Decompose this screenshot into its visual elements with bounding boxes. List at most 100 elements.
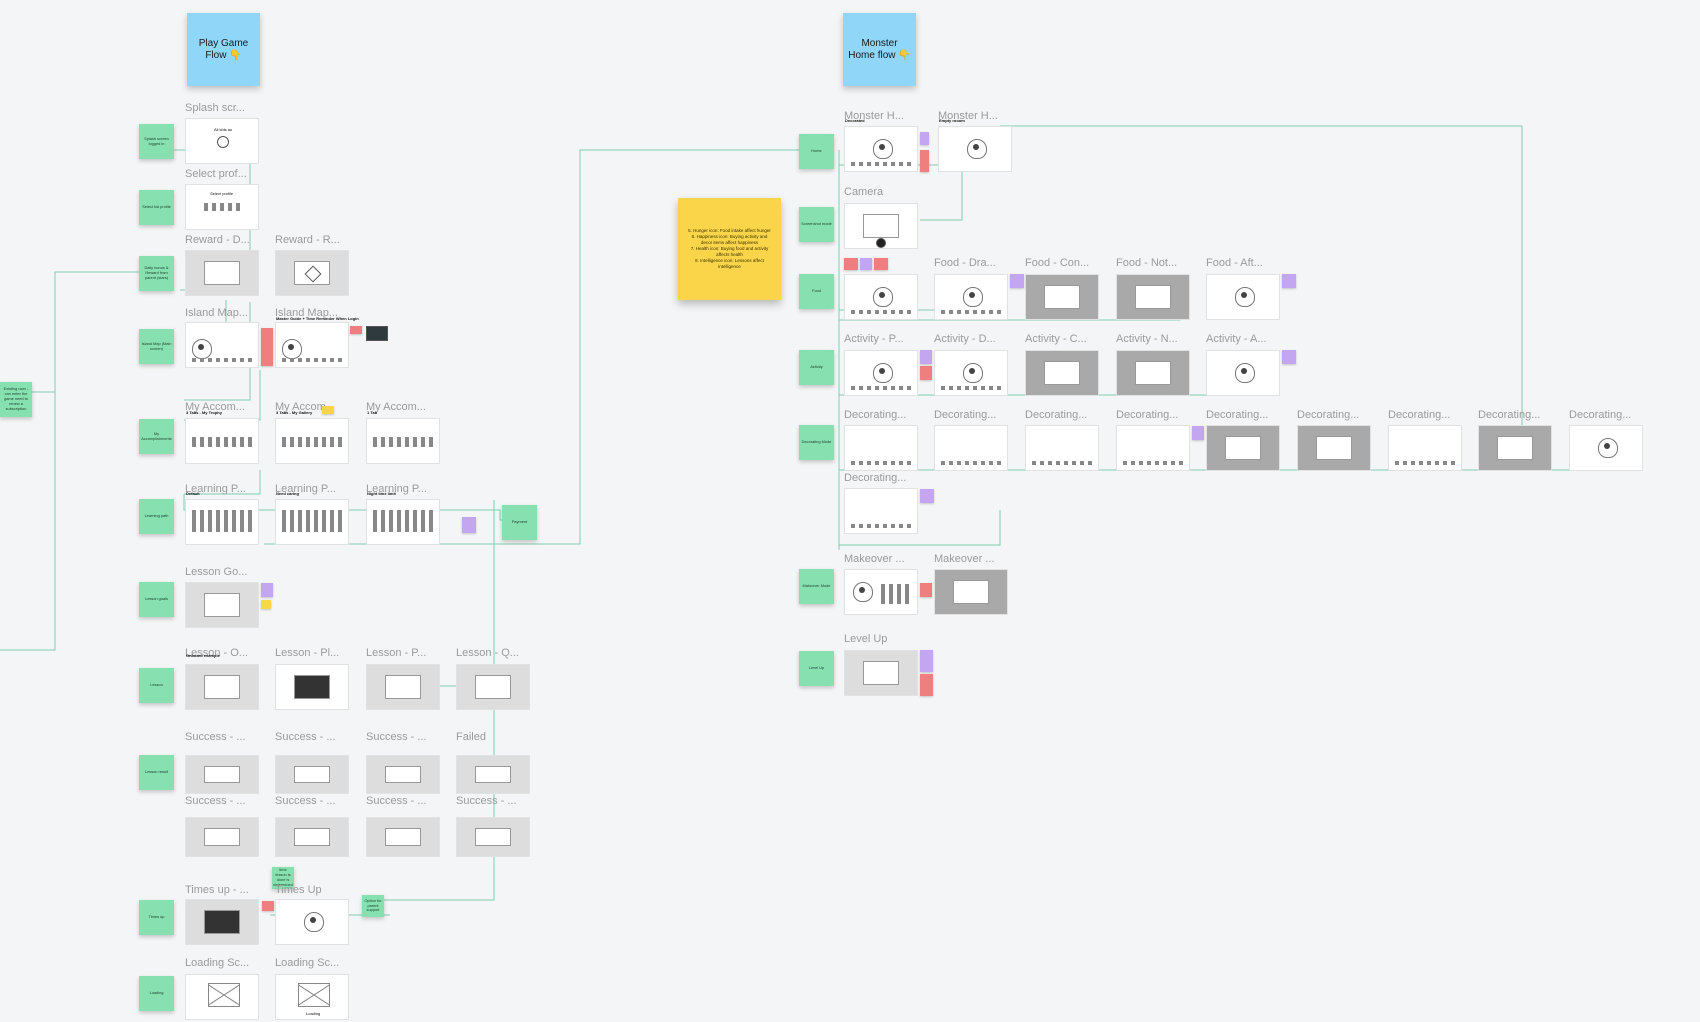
note-purple[interactable] <box>860 258 872 270</box>
sticky-payment[interactable]: Payment <box>502 505 537 540</box>
note-red[interactable] <box>874 258 888 270</box>
sticky-food[interactable]: Food <box>799 274 834 309</box>
note-red[interactable] <box>262 901 274 911</box>
note-red[interactable] <box>920 583 932 597</box>
existing-user-note[interactable]: Existing user - can enter the game need … <box>0 382 32 417</box>
note-purple[interactable] <box>920 132 929 145</box>
frame-loading-1[interactable] <box>185 974 259 1020</box>
frame-failed[interactable] <box>456 755 530 794</box>
frame-decorating-4[interactable] <box>1116 425 1190 471</box>
frame-decorating-8[interactable] <box>1478 425 1552 471</box>
frame-decorating-10[interactable] <box>844 488 918 534</box>
frame-activity-pick[interactable] <box>844 350 918 396</box>
note-purple[interactable] <box>462 517 476 533</box>
frame-success-8[interactable] <box>456 817 530 857</box>
frame-monster-home-decorated[interactable] <box>844 126 918 172</box>
frame-decorating-3[interactable] <box>1025 425 1099 471</box>
frame-success-2[interactable] <box>275 755 349 794</box>
note-red[interactable] <box>920 366 932 380</box>
frame-learning-caring[interactable] <box>275 499 349 545</box>
frame-food-drag[interactable] <box>934 274 1008 320</box>
sticky-lesson-goals[interactable]: Lesson goals <box>139 582 174 617</box>
sticky-reward[interactable]: Daily bonus & Reward from parent (stars) <box>139 256 174 291</box>
frame-activity-confirm[interactable] <box>1025 350 1099 396</box>
note-red[interactable] <box>844 258 858 270</box>
note-purple[interactable] <box>261 583 273 597</box>
sticky-activity[interactable]: Activity <box>799 350 834 385</box>
frame-makeover-2[interactable] <box>934 569 1008 615</box>
frame-splash[interactable]: All kids ao <box>185 118 259 164</box>
frame-lesson-goals[interactable] <box>185 582 259 628</box>
frame-activity-drag[interactable] <box>934 350 1008 396</box>
sticky-loading[interactable]: Loading <box>139 976 174 1011</box>
sticky-parent-support[interactable]: Option for parent support <box>362 895 384 917</box>
frame-times-up-2[interactable] <box>275 899 349 945</box>
sticky-home[interactable]: Home <box>799 134 834 169</box>
frame-success-3[interactable] <box>366 755 440 794</box>
frame-success-1[interactable] <box>185 755 259 794</box>
note-red[interactable] <box>920 150 929 172</box>
frame-reward-daily[interactable] <box>185 250 259 296</box>
frame-food-after[interactable] <box>1206 274 1280 320</box>
note-purple[interactable] <box>1192 426 1204 440</box>
monster-home-flow-header-note[interactable]: Monster Home flow 👇 <box>843 13 916 86</box>
sticky-lesson-result[interactable]: Lesson result <box>139 755 174 790</box>
sticky-makeover-mode[interactable]: Makeover Mode <box>799 569 834 604</box>
frame-success-5[interactable] <box>185 817 259 857</box>
note-purple[interactable] <box>920 350 932 364</box>
note-red[interactable] <box>920 674 933 696</box>
note-red[interactable] <box>261 328 273 366</box>
frame-success-7[interactable] <box>366 817 440 857</box>
frame-monster-home-empty[interactable] <box>938 126 1012 172</box>
frame-camera[interactable] <box>844 203 918 249</box>
frame-lesson-quiz[interactable] <box>456 664 530 710</box>
sticky-decorating-mode[interactable]: Decorating Mode <box>799 425 834 460</box>
frame-makeover-1[interactable] <box>844 569 918 615</box>
frame-island-map[interactable] <box>185 322 259 368</box>
frame-food-confirm[interactable] <box>1025 274 1099 320</box>
sticky-island-map[interactable]: Island Map (Main screen) <box>139 329 174 364</box>
frame-activity-not-enough[interactable] <box>1116 350 1190 396</box>
sticky-accomplishments[interactable]: My Accomplishments <box>139 419 174 454</box>
frame-one-tab[interactable] <box>366 418 440 464</box>
frame-lesson-pause[interactable] <box>366 664 440 710</box>
sticky-screenshot-mode[interactable]: Screenshot mode <box>799 207 834 242</box>
frame-decorating-9[interactable] <box>1569 425 1643 471</box>
note-purple[interactable] <box>1282 350 1296 364</box>
frame-activity-after[interactable] <box>1206 350 1280 396</box>
frame-lesson-onboard[interactable] <box>185 664 259 710</box>
sticky-times-up[interactable]: Times up <box>139 900 174 935</box>
frame-learning-default[interactable] <box>185 499 259 545</box>
frame-success-6[interactable] <box>275 817 349 857</box>
note-yellow[interactable] <box>261 600 271 609</box>
sticky-select-profile[interactable]: Select kid profile <box>139 190 174 225</box>
frame-decorating-6[interactable] <box>1297 425 1371 471</box>
frame-level-up[interactable] <box>844 650 918 696</box>
frame-learning-night[interactable] <box>366 499 440 545</box>
frame-select-profile[interactable]: Select profile <box>185 184 259 230</box>
sticky-level-up[interactable]: Level Up <box>799 651 834 686</box>
frame-my-gallery[interactable] <box>275 418 349 464</box>
note-purple[interactable] <box>920 650 933 672</box>
frame-island-map-guide[interactable] <box>275 322 349 368</box>
frame-food-1[interactable] <box>844 274 918 320</box>
frame-food-not-enough[interactable] <box>1116 274 1190 320</box>
note-purple[interactable] <box>1282 274 1296 288</box>
frame-times-up-1[interactable] <box>185 899 259 945</box>
frame-decorating-1[interactable] <box>844 425 918 471</box>
stats-sticky-note[interactable]: 5. Hunger icon: Food intake affect hunge… <box>678 198 781 300</box>
play-game-flow-header-note[interactable]: Play Game Flow 👇 <box>187 13 260 86</box>
frame-decorating-7[interactable] <box>1388 425 1462 471</box>
sticky-learning-path[interactable]: Learning path <box>139 499 174 534</box>
note-purple[interactable] <box>920 489 934 503</box>
frame-reward-parent[interactable] <box>275 250 349 296</box>
note-red[interactable] <box>350 326 362 334</box>
note-purple[interactable] <box>1010 274 1024 288</box>
frame-decorating-2[interactable] <box>934 425 1008 471</box>
thumbnail-image[interactable] <box>366 326 388 341</box>
sticky-lesson[interactable]: Lesson <box>139 668 174 703</box>
frame-lesson-play[interactable] <box>275 664 349 710</box>
sticky-splash[interactable]: Splash screen logged in <box>139 124 174 159</box>
frame-decorating-5[interactable] <box>1206 425 1280 471</box>
note-yellow[interactable] <box>322 406 334 414</box>
